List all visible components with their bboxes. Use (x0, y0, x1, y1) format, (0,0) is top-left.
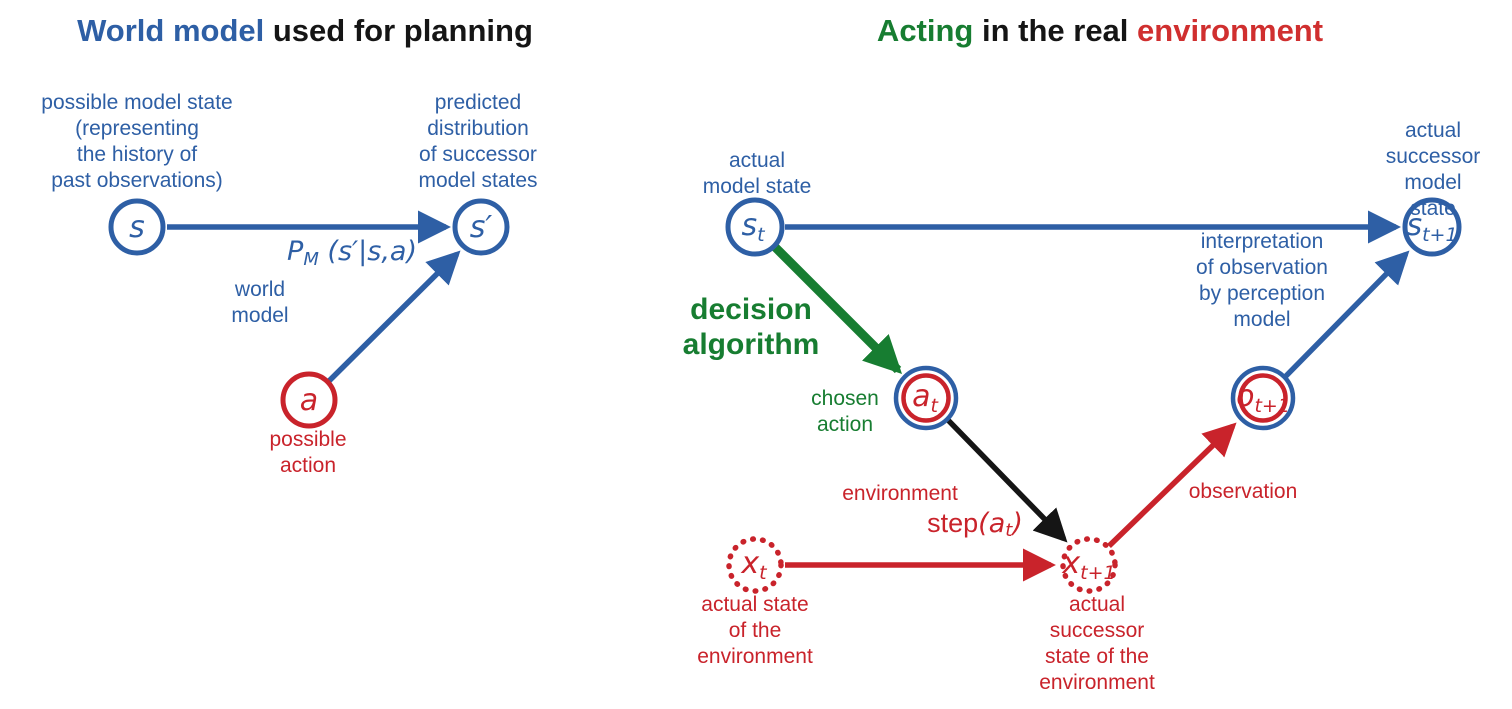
node-s-label: s (129, 213, 145, 243)
caption-actual-model-state: actual model state (702, 149, 812, 199)
edge-perception-ot1-to-st1 (1283, 250, 1410, 379)
caption-world-model: world model (231, 278, 289, 328)
caption-actual-state-environment: actual state of the environment (697, 593, 813, 669)
caption-actual-successor-model-state: actual successor model state (1385, 119, 1481, 221)
caption-actual-successor-state-environment: actual successor state of the environmen… (1039, 593, 1155, 695)
right-panel-title: Acting in the real environment (877, 13, 1323, 49)
edge-a-to-sprime (325, 250, 461, 385)
node-sprime-circle (452, 198, 510, 256)
left-panel-title: World model used for planning (77, 13, 533, 49)
node-st1-sub: t+1 (1422, 224, 1458, 246)
node-xt-label: xt (741, 549, 766, 583)
node-st-label: st (741, 211, 764, 245)
node-a-circle (280, 371, 338, 429)
right-title-red-part: environment (1137, 13, 1324, 48)
node-sprime-label: s′ (470, 213, 492, 243)
right-title-green-part: Acting (876, 13, 974, 48)
node-xt-circle-dotted (726, 536, 784, 594)
node-at-inner-circle (901, 373, 951, 423)
edge-observation-xt1-to-ot1 (1107, 422, 1237, 548)
node-xt1-sub: t+1 (1080, 562, 1116, 584)
left-title-black-part: used for planning (264, 13, 533, 48)
node-xt-base: x (741, 546, 760, 581)
step-arg-sub: t (1005, 520, 1013, 541)
node-xt1-base: x (1062, 546, 1081, 581)
node-st-sub: t (757, 224, 765, 246)
node-xt-sub: t (759, 562, 767, 584)
node-xt1-circle-dotted (1060, 536, 1118, 594)
edge-step-at-to-xt1 (945, 417, 1068, 543)
node-a-base: a (299, 383, 319, 418)
node-st1-circle (1402, 197, 1462, 257)
node-ot1-base: o (1236, 379, 1255, 414)
caption-possible-action: possible action (269, 428, 347, 478)
caption-possible-model-state: possible model state (representing the h… (41, 91, 233, 193)
formula-sub-M: M (303, 249, 319, 270)
node-ot1-sub: t+1 (1254, 395, 1290, 417)
node-s-base: s (129, 210, 145, 245)
step-arg: (at) (978, 508, 1023, 541)
caption-predicted-distribution: predicted distribution of successor mode… (418, 91, 538, 193)
node-ot1-inner-circle (1238, 373, 1288, 423)
formula-world-model-probability: PM (s′|s,a) (287, 236, 417, 270)
node-s-circle (108, 198, 166, 256)
caption-environment: environment (842, 482, 958, 505)
node-sprime-base: s′ (469, 210, 493, 245)
node-at-label: at (912, 382, 938, 416)
node-st-base: s (741, 208, 758, 243)
right-title-black-part: in the real (973, 13, 1138, 48)
caption-chosen-action: chosen action (811, 387, 879, 437)
node-st1-label: st+1 (1406, 211, 1457, 245)
edge-decision-st-to-at (770, 242, 903, 375)
step-arg-open: ( (978, 508, 989, 539)
caption-observation: observation (1188, 480, 1298, 503)
node-xt1-label: xt+1 (1062, 549, 1115, 583)
caption-interpretation-perception: interpretation of observation by percept… (1196, 230, 1328, 332)
caption-decision-algorithm: decision algorithm (682, 293, 820, 361)
node-ot1-label: ot+1 (1236, 382, 1290, 416)
step-prefix: step (927, 508, 979, 538)
step-arg-base: a (988, 508, 1006, 539)
node-at-sub: t (930, 395, 938, 417)
node-a-label: a (300, 386, 318, 416)
step-arg-close: ) (1012, 508, 1023, 539)
node-at-base: a (912, 379, 931, 414)
formula-P: P (287, 236, 304, 267)
node-st1-base: s (1406, 208, 1423, 243)
node-st-circle (725, 197, 785, 257)
formula-args: (s′|s,a) (318, 236, 417, 267)
left-title-blue-part: World model (77, 13, 265, 48)
caption-environment-step: step(at) (927, 508, 1023, 541)
